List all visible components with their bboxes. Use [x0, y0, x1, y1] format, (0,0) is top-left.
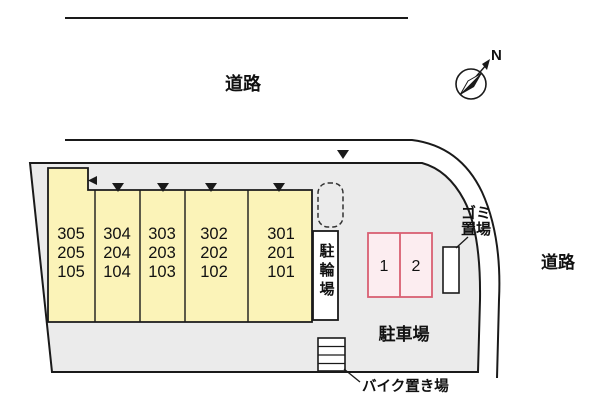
unit-number: 102: [200, 263, 228, 281]
unit-number: 203: [148, 244, 176, 262]
unit-number: 205: [57, 244, 85, 262]
parking-lot-label: 駐車場: [379, 324, 430, 344]
bike-rack-leader-line: [343, 368, 361, 383]
unit-number: 202: [200, 244, 228, 262]
site-entrance-marker-down-icon: [337, 150, 349, 159]
road-label-right: 道路: [541, 252, 576, 272]
entrance-marker-down-icon: [157, 183, 169, 192]
road-label-top: 道路: [225, 73, 262, 94]
garbage-area: ゴミ 置場: [442, 204, 491, 294]
bicycle-parking-box: [312, 230, 339, 321]
unit-number: 105: [57, 263, 85, 281]
unit-number: 204: [103, 244, 131, 262]
unit-number: 103: [148, 263, 176, 281]
entrance-marker-down-icon: [205, 183, 217, 192]
road-edge-curve: [65, 139, 501, 379]
compass-needle-light-icon: [459, 72, 483, 96]
entrance-marker-down-icon: [112, 183, 124, 192]
garbage-label-line1: ゴミ: [461, 204, 491, 222]
parking-space-number: 2: [412, 258, 421, 275]
building-outline: [47, 167, 313, 323]
unit-number: 101: [267, 263, 295, 281]
unit-number: 302: [200, 225, 228, 243]
unit-number: 104: [103, 263, 131, 281]
entrance-marker-down-icon: [273, 183, 285, 192]
unit-number: 201: [267, 244, 295, 262]
unit-number: 301: [267, 225, 295, 243]
north-label: N: [491, 47, 502, 64]
compass: N: [455, 47, 502, 100]
garbage-leader-line: [455, 236, 469, 249]
parking-space-number: 1: [380, 258, 389, 275]
bicycle-parking-label: 駐輪場: [318, 242, 335, 300]
garbage-label-line2: 置場: [461, 221, 491, 238]
bike-storage: バイク置き場: [317, 337, 449, 395]
approach-dashed-outline: [317, 182, 344, 228]
entrance-marker-left-icon: [88, 176, 97, 185]
unit-numbers: 305 205 105 304 204 104 303 203 103 302 …: [57, 225, 295, 281]
garbage-box: [442, 246, 460, 294]
unit-number: 303: [148, 225, 176, 243]
bike-storage-label: バイク置き場: [362, 378, 449, 395]
unit-number: 304: [103, 225, 131, 243]
unit-number: 305: [57, 225, 85, 243]
compass-arrowhead-icon: [482, 59, 490, 70]
parking-spaces: 1 2: [367, 232, 433, 298]
